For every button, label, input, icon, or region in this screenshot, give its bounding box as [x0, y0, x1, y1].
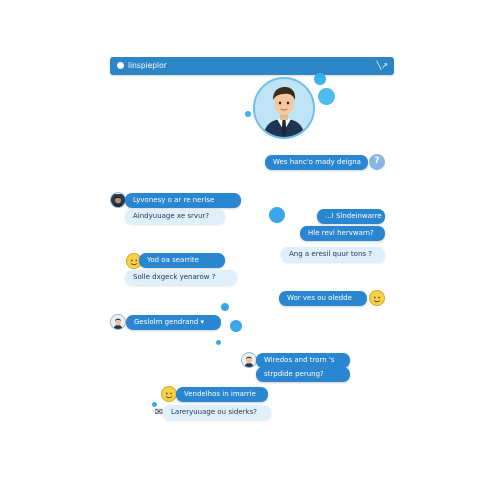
- profile-avatar[interactable]: [253, 77, 315, 139]
- decor-bubble: [318, 88, 335, 105]
- person-icon: [111, 316, 125, 329]
- smiley-icon: [165, 392, 173, 399]
- status-dot-icon: [117, 62, 124, 69]
- mail-icon: ✉: [154, 407, 164, 418]
- chat-title-bar: linspieplor ╲↗: [110, 57, 394, 75]
- message-bubble[interactable]: Solle dxgeck yenarow ?: [125, 270, 237, 285]
- smiley-icon: [130, 259, 138, 266]
- message-bubble[interactable]: Hle revi hervwarn?: [300, 226, 385, 241]
- decor-bubble: [245, 111, 251, 117]
- message-bubble[interactable]: strpdide perung?: [256, 367, 350, 382]
- emoji-avatar: [369, 290, 385, 306]
- message-bubble[interactable]: Wes hanc'o mady deigna: [265, 155, 368, 170]
- emoji-avatar: [126, 253, 142, 269]
- decor-bubble: [269, 207, 285, 223]
- person-icon: [242, 354, 256, 367]
- message-bubble[interactable]: Vendelhos in imarrie: [176, 387, 268, 402]
- message-bubble[interactable]: Wiredos and trorn 's: [256, 353, 350, 368]
- window-tools-icon[interactable]: ╲↗: [376, 61, 388, 70]
- decor-bubble: [152, 402, 157, 407]
- smiley-icon: [373, 296, 381, 303]
- emoji-avatar: [161, 386, 177, 402]
- user-avatar: [110, 192, 126, 208]
- message-bubble[interactable]: ...I Slndeinwarre: [317, 209, 385, 224]
- message-bubble[interactable]: Ang a eresil quur tons ?: [281, 247, 385, 262]
- decor-bubble: [314, 73, 326, 85]
- decor-bubble: [216, 340, 221, 345]
- person-icon: [111, 194, 125, 207]
- user-avatar: [241, 352, 257, 368]
- message-bubble[interactable]: Lyvonesy o ar re nerlse: [125, 193, 241, 208]
- message-bubble[interactable]: Geslolm gendrand ▾: [126, 315, 221, 330]
- message-bubble[interactable]: Aindyuuage xe srvur?: [125, 209, 225, 224]
- user-avatar: [110, 314, 126, 330]
- message-bubble[interactable]: Wor ves ou oledde: [279, 291, 367, 306]
- question-icon: ?: [369, 154, 385, 170]
- message-bubble[interactable]: Yod oa searrite: [139, 253, 225, 268]
- decor-bubble: [221, 303, 229, 311]
- window-title: linspieplor: [128, 61, 167, 70]
- message-bubble[interactable]: Lareryuuage ou siderks?: [163, 405, 271, 420]
- decor-bubble: [230, 320, 242, 332]
- businessman-icon: [263, 87, 305, 137]
